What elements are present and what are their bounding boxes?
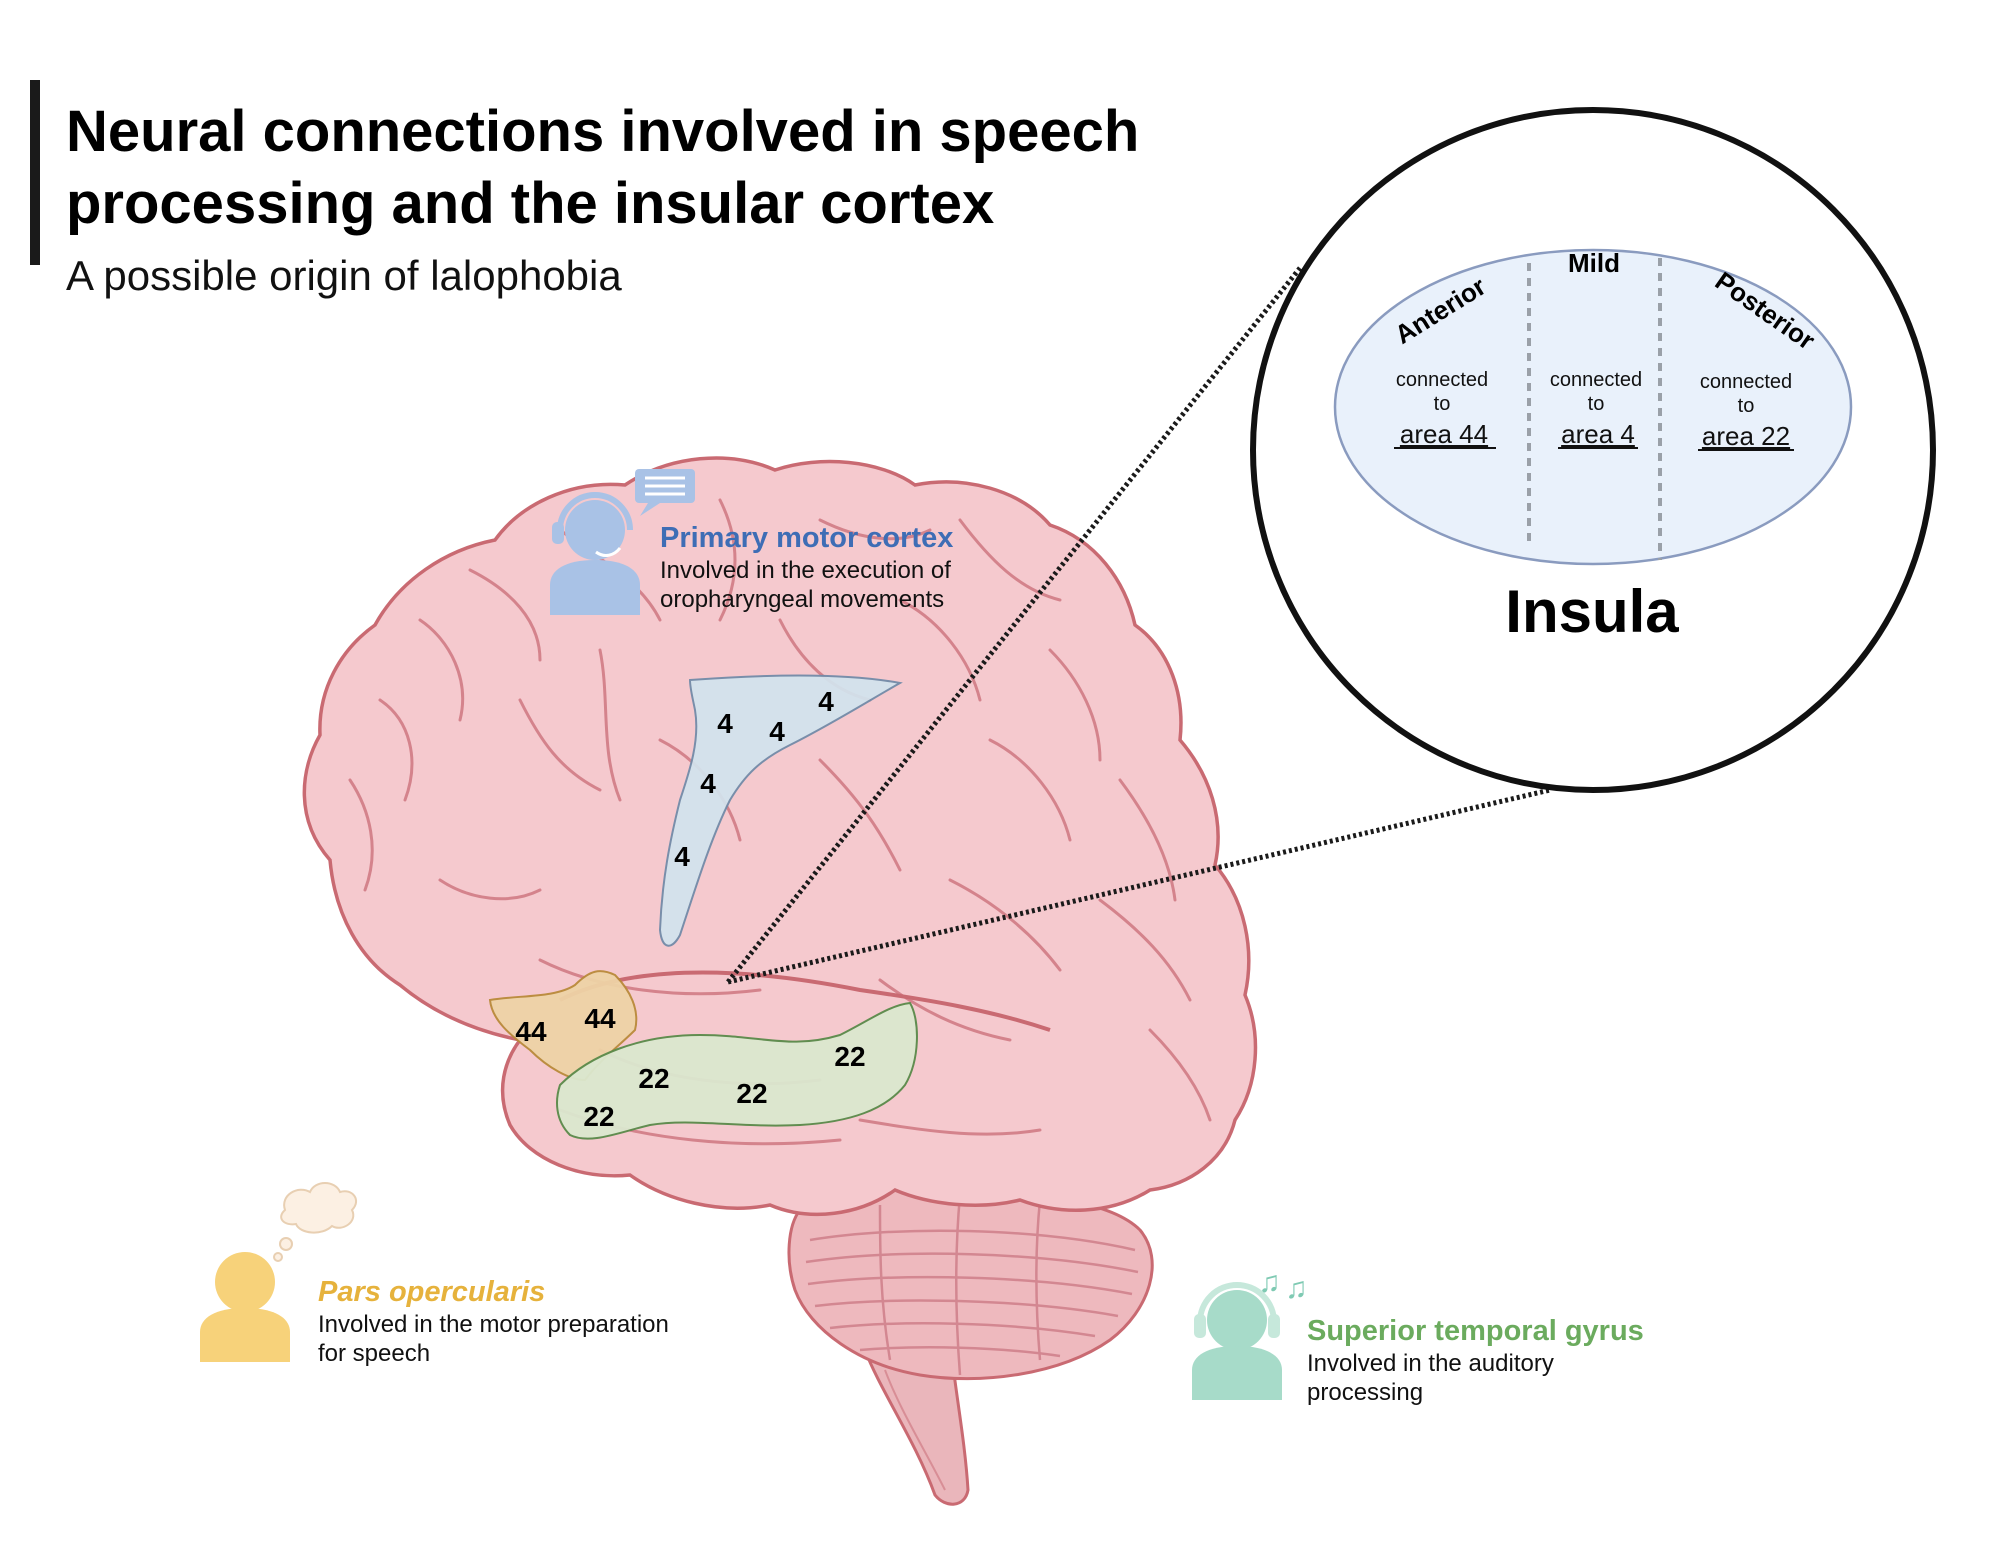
pars-opercularis-callout: Pars opercularis Involved in the motor p… xyxy=(318,1274,688,1368)
insula-mild-connected: connected xyxy=(1550,369,1642,391)
motor-cortex-title: Primary motor cortex xyxy=(660,522,954,554)
page-subtitle: A possible origin of lalophobia xyxy=(66,252,622,299)
area-22-label: 22 xyxy=(638,1063,669,1094)
area-4-label: 4 xyxy=(717,708,733,739)
lateral-sulcus xyxy=(559,970,1051,1032)
superior-temporal-title: Superior temporal gyrus xyxy=(1307,1315,1644,1347)
insula-posterior-area: area 22 xyxy=(1702,421,1790,451)
area-22-label: 22 xyxy=(736,1078,767,1109)
zoom-connector-lines xyxy=(726,266,1551,985)
area-44-label: 44 xyxy=(515,1016,547,1047)
area-4-label: 4 xyxy=(674,841,690,872)
insula-posterior-to: to xyxy=(1738,395,1755,417)
svg-text:♫: ♫ xyxy=(1258,1266,1281,1299)
insula-ellipse xyxy=(1333,248,1853,566)
insula-section-mild: Mild xyxy=(1568,248,1620,278)
person-headset-speech-icon xyxy=(550,469,695,615)
person-thinking-icon xyxy=(200,1182,358,1362)
person-headphones-music-icon: ♫ ♫ xyxy=(1192,1266,1308,1400)
superior-temporal-callout: Superior temporal gyrus Involved in the … xyxy=(1307,1313,1644,1407)
insula-mild-to: to xyxy=(1588,393,1605,415)
area-4-label: 4 xyxy=(818,686,834,717)
motor-cortex-callout: Primary motor cortex Involved in the exe… xyxy=(660,520,1040,614)
pars-opercularis-title: Pars opercularis xyxy=(318,1276,546,1308)
insula-title: Insula xyxy=(1505,578,1679,645)
superior-temporal-description: Involved in the auditory processing xyxy=(1307,1350,1554,1406)
cerebellum-folia xyxy=(805,1194,1139,1376)
title-accent-bar xyxy=(30,80,40,265)
area-4-region xyxy=(658,674,903,947)
pars-opercularis-description: Involved in the motor preparation for sp… xyxy=(318,1311,669,1367)
svg-text:♫: ♫ xyxy=(1285,1272,1308,1305)
insula-anterior-to: to xyxy=(1434,393,1451,415)
area-4-label: 4 xyxy=(700,768,716,799)
page-title: Neural connections involved in speech pr… xyxy=(66,99,1140,236)
area-22-label: 22 xyxy=(834,1041,865,1072)
insula-mild-area: area 4 xyxy=(1561,419,1635,449)
insula-anterior-connected: connected xyxy=(1396,369,1488,391)
area-4-label: 4 xyxy=(769,716,785,747)
area-44-region xyxy=(488,970,638,1082)
area-44-label: 44 xyxy=(584,1003,616,1034)
area-22-region xyxy=(556,1001,918,1140)
area-22-label: 22 xyxy=(583,1101,614,1132)
motor-cortex-description: Involved in the execution of oropharynge… xyxy=(660,557,951,613)
insula-anterior-area: area 44 xyxy=(1400,419,1488,449)
insula-posterior-connected: connected xyxy=(1700,371,1792,393)
brain-stem xyxy=(862,1338,970,1506)
